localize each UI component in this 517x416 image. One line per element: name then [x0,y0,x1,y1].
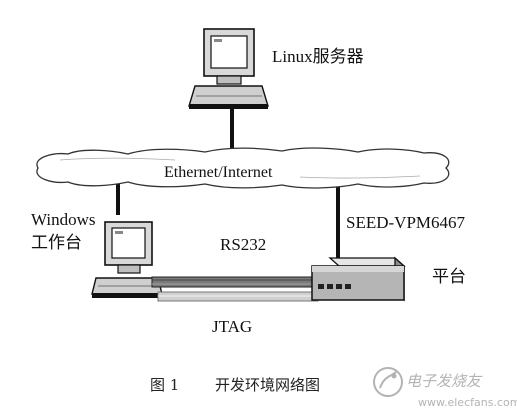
ethernet-label: Ethernet/Internet [164,164,273,181]
rs232-label: RS232 [220,235,266,254]
elecfans-watermark: 电子发烧友 www.elecfans.com [373,367,517,409]
seed-platform-label-line1: SEED-VPM6467 [346,213,466,232]
jtag-label: JTAG [212,317,252,336]
jtag-cable [157,291,319,302]
seed-platform-device [311,256,406,302]
windows-label-line2: 工作台 [31,233,82,252]
linux-server-computer [188,28,269,109]
linux-server-label: Linux服务器 [272,47,364,66]
windows-label-line1: Windows [31,210,95,229]
seed-platform-label-line2: 平台 [432,267,466,286]
figure-number: 图 1 [150,376,179,394]
rs232-cable [151,276,321,288]
figure-title: 开发环境网络图 [215,376,320,394]
platform-indicator-leds [318,284,351,289]
watermark-url: www.elecfans.com [418,396,517,409]
elecfans-logo-icon [373,367,403,397]
watermark-brand: 电子发烧友 [406,372,483,390]
windows-workstation-computer [91,221,163,298]
ethernet-cloud [36,147,450,189]
